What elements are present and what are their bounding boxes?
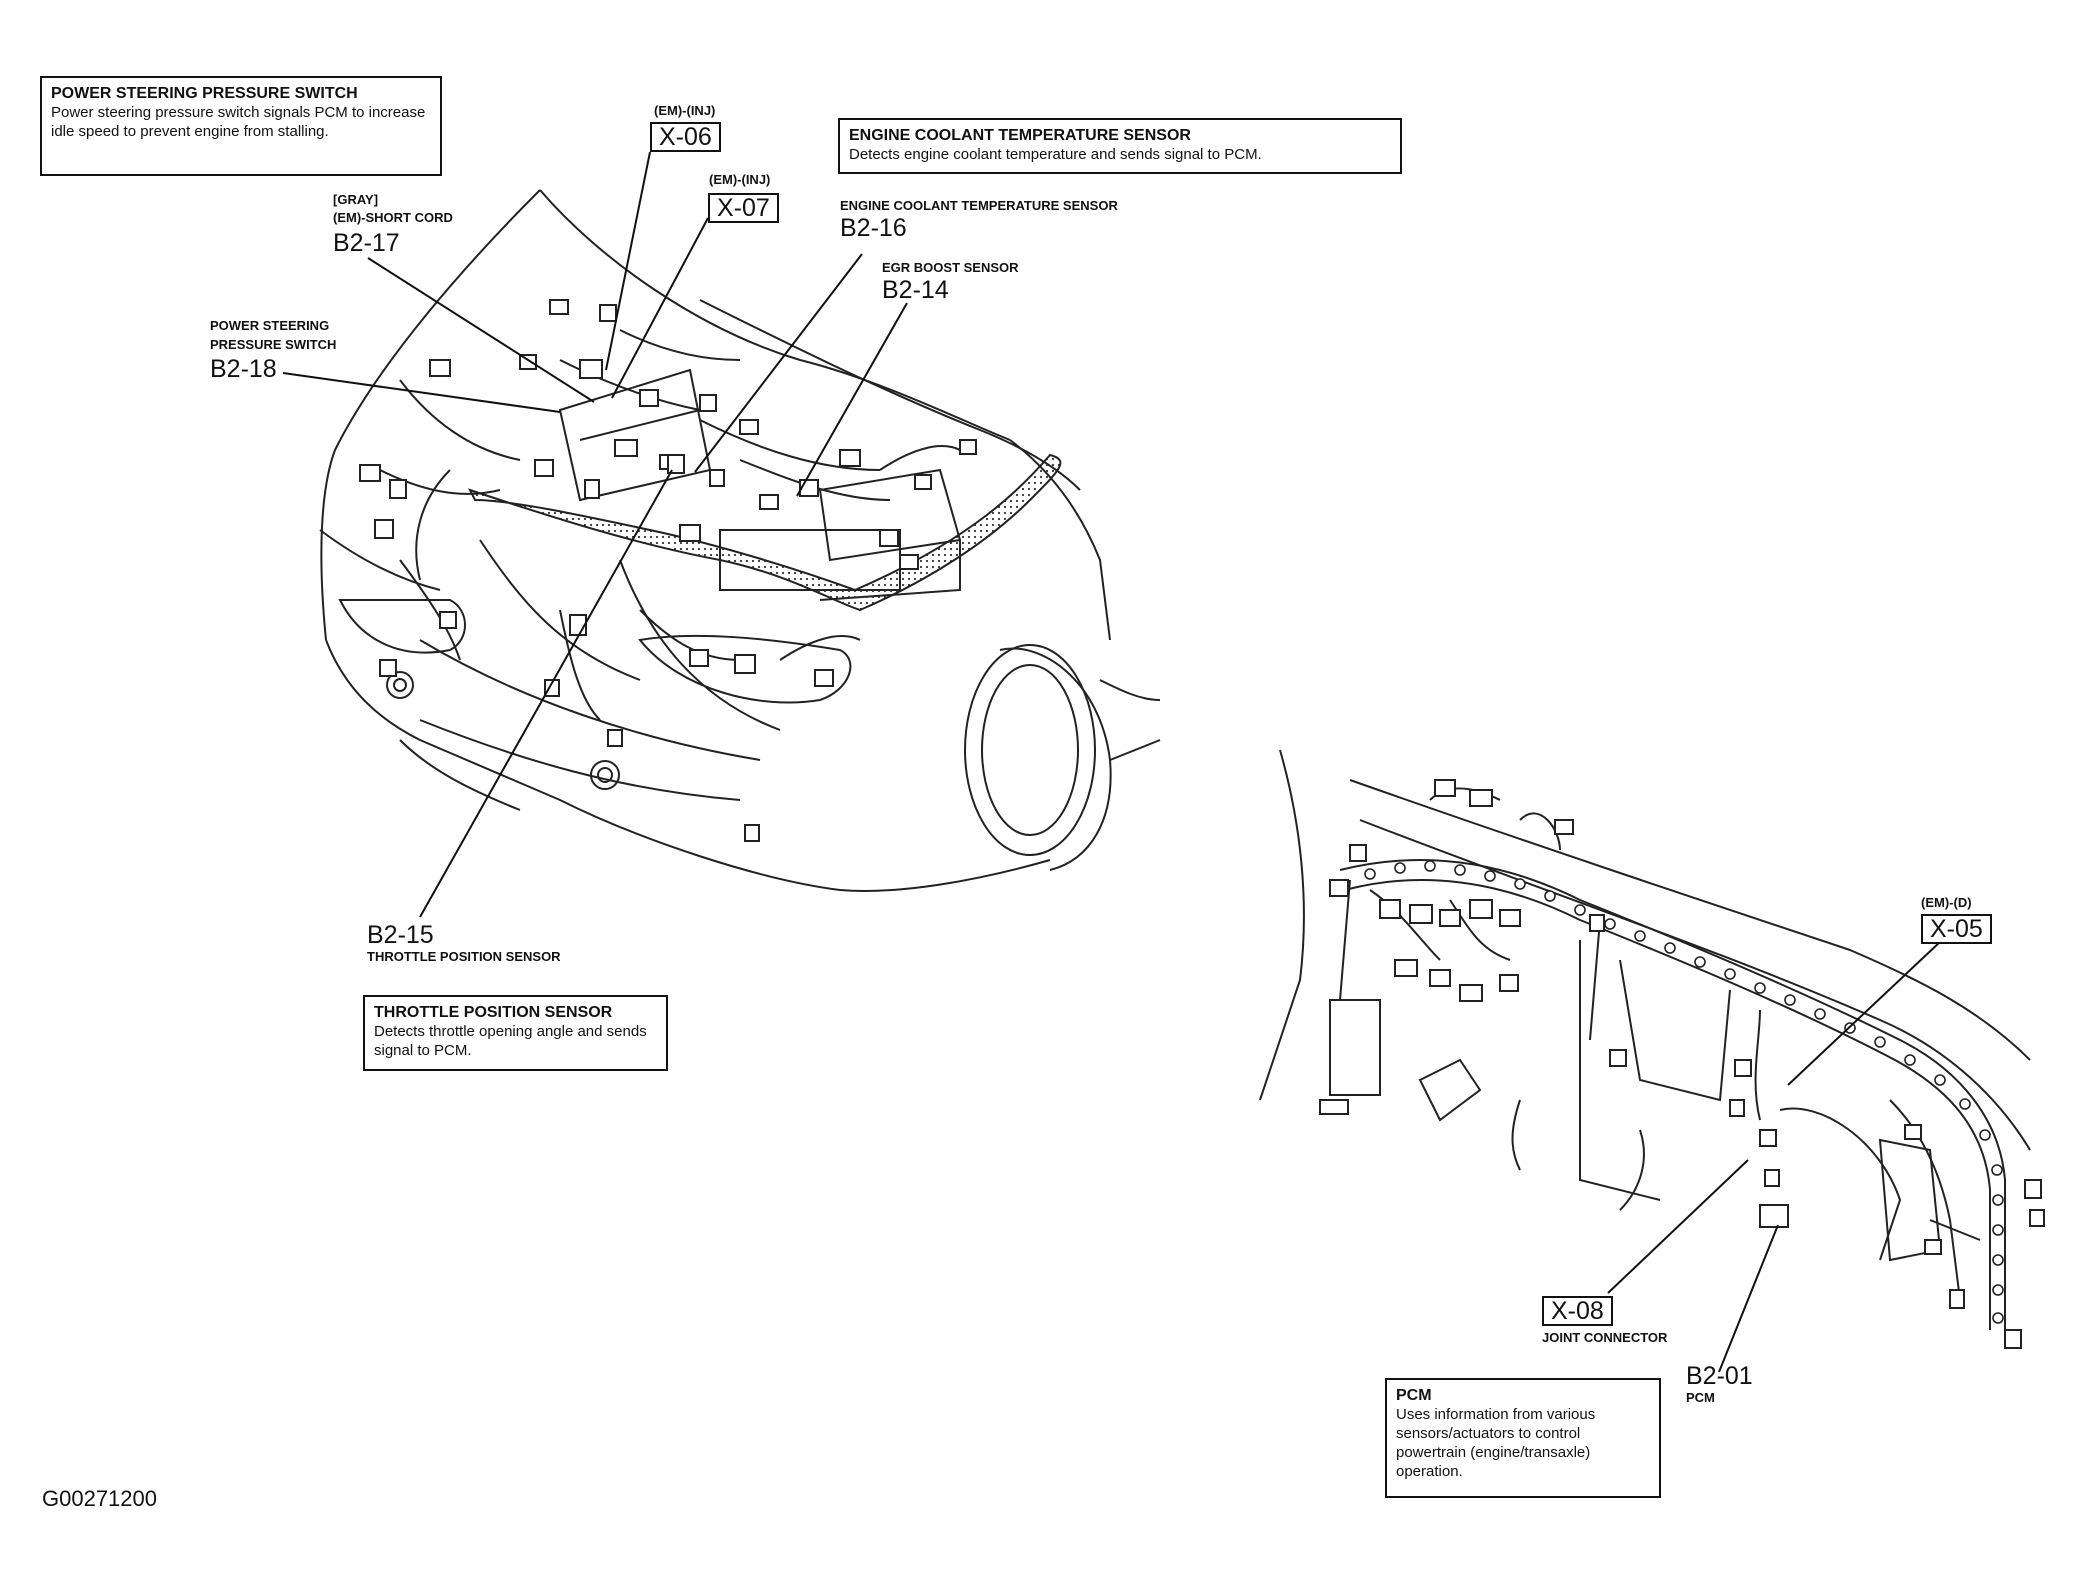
callout-title: PCM	[1396, 1387, 1432, 1404]
leader-lines	[282, 151, 1959, 1373]
dashboard-drawing	[1259, 749, 2031, 1301]
x08-description: JOINT CONNECTOR	[1542, 1330, 1668, 1345]
dashboard-harness	[1339, 787, 2006, 1330]
b218-connector-code: B2-18	[210, 355, 277, 383]
figure-id: G00271200	[42, 1486, 157, 1511]
harness-beads	[1364, 860, 2004, 1324]
b216-connector-code: B2-16	[840, 214, 907, 242]
callout-description: Uses information from various sensors/ac…	[1396, 1406, 1596, 1480]
x06-harness-label: (EM)-(INJ)	[654, 103, 716, 118]
dashboard-connectors	[1319, 779, 2045, 1349]
x08-connector-code: X-08	[1542, 1296, 1613, 1326]
engine-connectors	[359, 299, 977, 842]
x05-harness-label: (EM)-(D)	[1921, 895, 1972, 910]
callout-pcm: PCM Uses information from various sensor…	[1385, 1378, 1661, 1498]
callout-engine-coolant-temperature-sensor: ENGINE COOLANT TEMPERATURE SENSOR Detect…	[838, 118, 1402, 174]
b215-description: THROTTLE POSITION SENSOR	[367, 949, 561, 964]
b217-description: (EM)-SHORT CORD	[333, 210, 453, 225]
engine-compartment-drawing	[319, 189, 1161, 892]
callout-title: POWER STEERING PRESSURE SWITCH	[51, 85, 358, 102]
b216-description: ENGINE COOLANT TEMPERATURE SENSOR	[840, 198, 1118, 213]
x07-harness-label: (EM)-(INJ)	[709, 172, 771, 187]
b201-description: PCM	[1686, 1390, 1715, 1405]
x06-connector-code: X-06	[650, 122, 721, 152]
b218-description-line2: PRESSURE SWITCH	[210, 337, 337, 352]
b214-connector-code: B2-14	[882, 276, 949, 304]
b217-connector-code: B2-17	[333, 229, 400, 257]
x07-connector-code: X-07	[708, 193, 779, 223]
engine-harness-wires	[379, 329, 961, 721]
callout-title: ENGINE COOLANT TEMPERATURE SENSOR	[849, 127, 1191, 144]
callout-title: THROTTLE POSITION SENSOR	[374, 1004, 613, 1021]
harness-band-front	[468, 453, 1062, 612]
x05-connector-code: X-05	[1921, 914, 1992, 944]
callout-description: Detects throttle opening angle and sends…	[374, 1023, 647, 1059]
b214-description: EGR BOOST SENSOR	[882, 260, 1019, 275]
b218-description-line1: POWER STEERING	[210, 318, 330, 333]
b201-connector-code: B2-01	[1686, 1362, 1753, 1390]
callout-power-steering-pressure-switch: POWER STEERING PRESSURE SWITCH Power ste…	[40, 76, 442, 176]
b215-connector-code: B2-15	[367, 921, 434, 949]
callout-description: Power steering pressure switch signals P…	[51, 104, 426, 140]
callout-throttle-position-sensor: THROTTLE POSITION SENSOR Detects throttl…	[363, 995, 668, 1071]
callout-description: Detects engine coolant temperature and s…	[849, 146, 1262, 163]
b217-color-label: [GRAY]	[333, 192, 379, 207]
